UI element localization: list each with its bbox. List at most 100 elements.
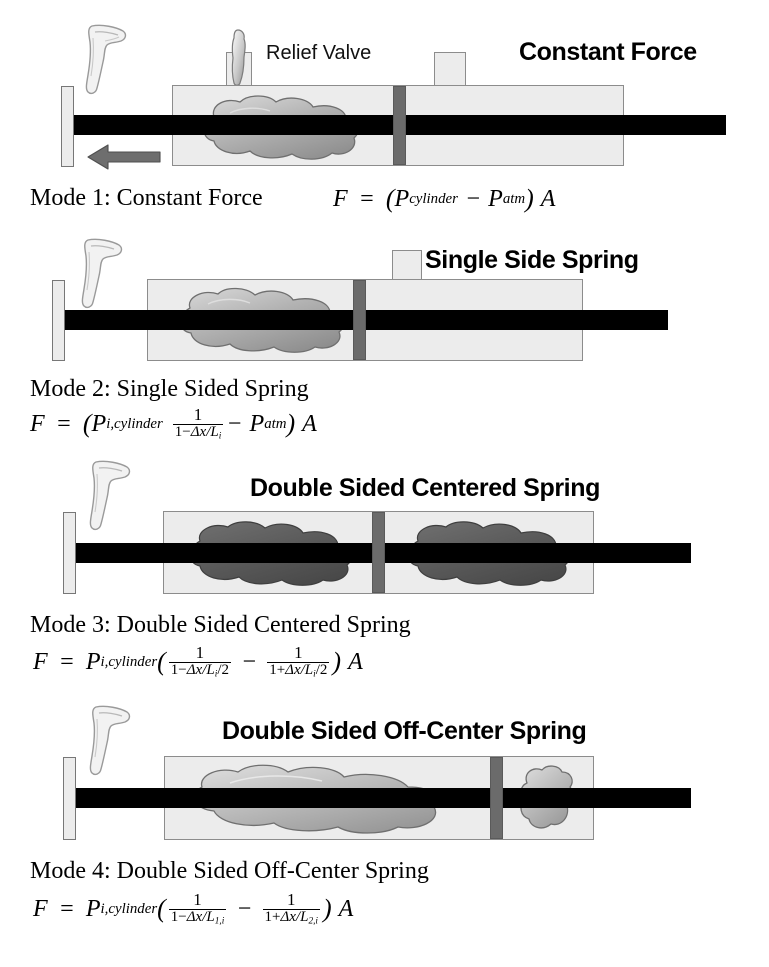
mode-4-title: Double Sided Off-Center Spring <box>222 717 587 745</box>
mode-2-port-box <box>392 250 422 283</box>
p-cylinder-subscript: cylinder <box>409 190 458 207</box>
mode-2-title: Single Side Spring <box>425 246 639 274</box>
fraction-1-numerator: 1 <box>195 643 205 662</box>
mode-2-block: Single Side Spring Mode 2: Single Sided … <box>0 230 769 460</box>
fraction-1: 1 1−Δx/Li <box>172 405 224 442</box>
equals-sign: = <box>358 185 375 212</box>
close-paren: ) <box>323 894 332 924</box>
fraction-1-denominator: 1−Δx/Li <box>172 423 224 442</box>
close-paren: ) <box>525 184 534 213</box>
p-cylinder-subscript: i,cylinder <box>106 415 163 432</box>
mode-1-block: Constant Force Relief Valve <box>0 0 769 230</box>
mode-1-end-plate <box>61 86 74 167</box>
mode-3-caption: Mode 3: Double Sided Centered Spring <box>30 612 411 638</box>
den-sub: i <box>214 669 218 680</box>
mode-2-caption: Mode 2: Single Sided Spring <box>30 376 309 402</box>
p-cylinder-symbol: P <box>85 649 101 676</box>
bone-icon <box>81 238 123 309</box>
mode-1-piston <box>393 86 406 165</box>
fraction-2: 1 1+Δx/Li/2 <box>267 643 330 680</box>
f-symbol: F <box>33 649 48 676</box>
den-expr: Δx/L <box>186 908 215 925</box>
den-sub: i <box>313 669 316 680</box>
relief-valve-label: Relief Valve <box>266 42 372 64</box>
den-prefix: 1+ <box>269 661 286 678</box>
p-cylinder-symbol: P <box>85 896 101 923</box>
den-sub: i <box>218 431 222 442</box>
mode-4-caption-text: Mode 4: Double Sided Off-Center Spring <box>30 858 429 884</box>
p-atm-symbol: P <box>488 185 503 212</box>
f-symbol: F <box>30 411 45 438</box>
fraction-2-numerator: 1 <box>294 643 303 662</box>
area-symbol: A <box>540 185 556 212</box>
fraction-1: 1 1−Δx/L1,i <box>168 890 227 927</box>
fraction-2-denominator: 1+Δx/Li/2 <box>267 661 330 680</box>
mode-3-title: Double Sided Centered Spring <box>250 474 600 502</box>
bone-icon <box>85 24 127 95</box>
minus-sign: − <box>464 185 482 212</box>
den-expr: Δx/L <box>285 661 314 678</box>
den-prefix: 1− <box>170 661 187 678</box>
mode-4-piston-rod <box>74 788 691 808</box>
mode-3-end-plate <box>63 512 76 594</box>
p-cylinder-symbol: P <box>394 185 410 212</box>
minus-sign: − <box>236 896 253 923</box>
fraction-2: 1 1+Δx/L2,i <box>262 890 321 927</box>
mode-2-piston <box>353 280 366 360</box>
den-suffix: /2 <box>315 661 328 678</box>
fraction-2-denominator: 1+Δx/L2,i <box>262 908 321 927</box>
mode-1-title: Constant Force <box>519 38 697 66</box>
close-paren: ) <box>332 647 342 677</box>
p-atm-subscript: atm <box>264 415 287 432</box>
fraction-1-numerator: 1 <box>193 405 203 424</box>
mode-1-caption: Mode 1: Constant Force <box>30 185 263 211</box>
equals-sign: = <box>58 649 75 676</box>
mode-3-caption-text: Mode 3: Double Sided Centered Spring <box>30 612 411 638</box>
p-atm-subscript: atm <box>502 190 526 207</box>
den-expr: Δx/L <box>186 661 215 678</box>
p-atm-symbol: P <box>249 411 265 438</box>
den-prefix: 1− <box>174 423 191 440</box>
open-paren: ( <box>157 647 166 677</box>
close-paren: ) <box>286 409 296 439</box>
fraction-1-denominator: 1−Δx/L1,i <box>168 908 227 927</box>
mode-4-end-plate <box>63 757 76 840</box>
equals-sign: = <box>55 411 72 438</box>
p-cylinder-subscript: i,cylinder <box>100 653 158 670</box>
mode-4-piston <box>490 757 503 839</box>
equals-sign: = <box>58 896 75 923</box>
den-prefix: 1− <box>170 908 187 925</box>
fraction-1-numerator: 1 <box>193 890 202 909</box>
fraction-1: 1 1−Δx/Li/2 <box>168 643 231 680</box>
p-cylinder-subscript: i,cylinder <box>100 900 158 917</box>
area-symbol: A <box>302 411 317 438</box>
f-symbol: F <box>333 185 348 212</box>
mode-2-end-plate <box>52 280 65 361</box>
den-expr: Δx/L <box>190 423 219 440</box>
den-sub: 1,i <box>214 916 225 927</box>
den-expr: Δx/L <box>280 908 309 925</box>
bone-icon <box>89 460 131 531</box>
open-paren: ( <box>157 894 166 924</box>
mode-4-block: Double Sided Off-Center Spring <box>0 695 769 967</box>
area-symbol: A <box>348 649 363 676</box>
mode-2-caption-text: Mode 2: Single Sided Spring <box>30 376 309 402</box>
open-paren: ( <box>82 409 92 439</box>
mode-3-piston <box>372 512 385 593</box>
den-suffix: /2 <box>217 661 229 678</box>
p-cylinder-symbol: P <box>91 411 107 438</box>
mode-1-port-box <box>434 52 466 86</box>
fraction-2-numerator: 1 <box>287 890 296 909</box>
mode-1-force-arrow <box>87 144 161 170</box>
den-prefix: 1+ <box>264 908 281 925</box>
area-symbol: A <box>338 896 354 923</box>
bone-icon <box>89 705 131 776</box>
mode-3-block: Double Sided Centered Spring <box>0 460 769 695</box>
f-symbol: F <box>33 896 48 923</box>
fraction-1-denominator: 1−Δx/Li/2 <box>168 661 231 680</box>
